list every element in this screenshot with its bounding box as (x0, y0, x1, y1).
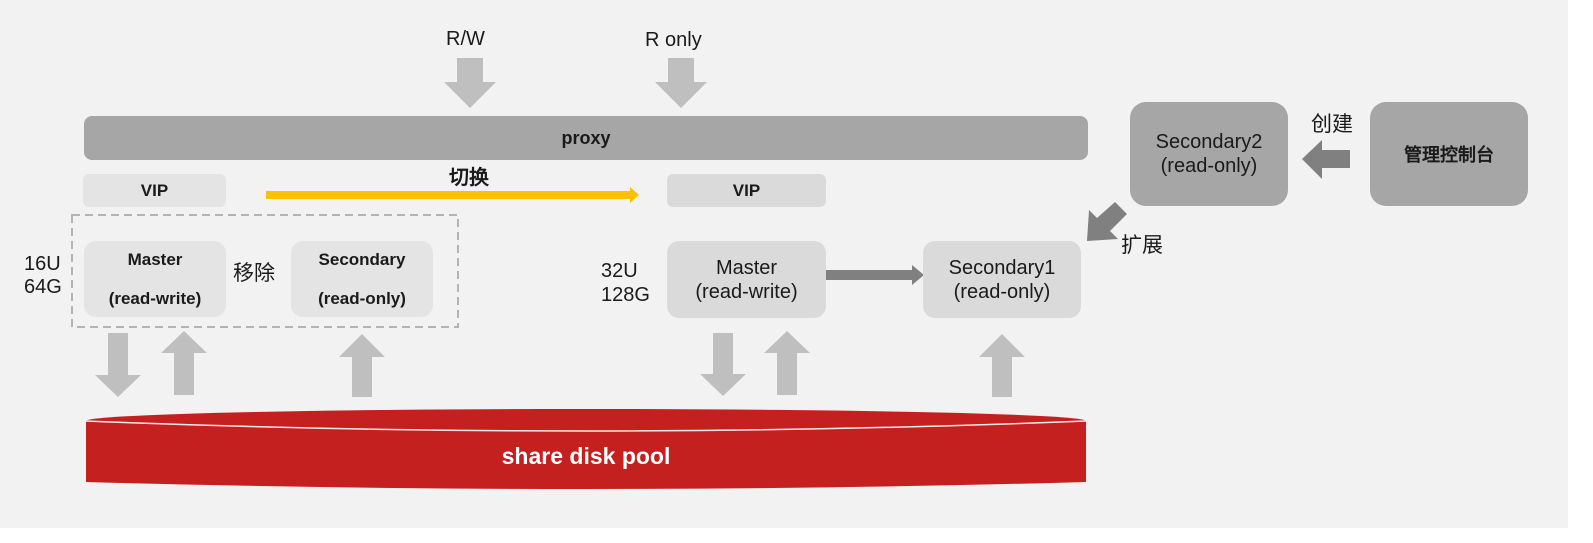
create-arrow (1302, 140, 1350, 179)
left-master-write-arrow (95, 333, 141, 397)
left-secondary-node: Secondary (read-only) (291, 241, 433, 317)
expand-arrow (1087, 202, 1127, 241)
right-master-title: Master (715, 256, 778, 279)
right-master-write-arrow (700, 333, 746, 396)
switch-label: 切换 (449, 167, 489, 189)
remove-label: 移除 (233, 262, 275, 285)
left-master-node: Master (read-write) (84, 241, 226, 317)
right-vip: VIP (667, 174, 826, 207)
create-label: 创建 (1311, 113, 1353, 136)
rw-down-arrow (444, 58, 496, 108)
management-console-node: 管理控制台 (1370, 102, 1528, 206)
left-master-role: (read-write) (108, 288, 202, 308)
management-console-label: 管理控制台 (1404, 145, 1494, 165)
disk-pool-cylinder (85, 409, 1087, 489)
left-secondary-title: Secondary (318, 249, 406, 269)
proxy-label: proxy (561, 127, 611, 148)
right-spec-cpu: 32U (601, 260, 638, 282)
ronly-down-arrow (655, 58, 707, 108)
left-spec-mem: 64G (24, 276, 62, 298)
rw-label: R/W (446, 28, 485, 50)
right-vip-label: VIP (732, 180, 761, 200)
switch-arrow-head (630, 187, 639, 203)
replication-arrow-shaft (826, 270, 914, 280)
diagram-canvas: R/W R only proxy VIP VIP 切换 16U 64G Mast… (0, 0, 1568, 528)
left-master-title: Master (127, 249, 183, 269)
secondary1-title: Secondary1 (948, 256, 1056, 279)
right-master-node: Master (read-write) (667, 241, 826, 318)
secondary2-node: Secondary2 (read-only) (1130, 102, 1288, 206)
right-master-read-arrow (764, 331, 810, 395)
right-master-role: (read-write) (695, 280, 798, 303)
secondary2-title: Secondary2 (1155, 131, 1263, 153)
left-secondary-read-arrow (339, 334, 385, 397)
secondary1-node: Secondary1 (read-only) (923, 241, 1081, 318)
secondary2-role: (read-only) (1160, 155, 1258, 177)
right-secondary1-read-arrow (979, 334, 1025, 397)
ronly-label: R only (645, 29, 702, 51)
disk-pool-label: share disk pool (501, 442, 671, 469)
removal-group-outline (71, 214, 459, 328)
left-master-read-arrow (161, 331, 207, 395)
disk-pool: share disk pool (86, 438, 1086, 474)
left-vip-label: VIP (140, 180, 169, 200)
left-spec-cpu: 16U (24, 253, 61, 275)
secondary1-role: (read-only) (953, 280, 1051, 303)
left-secondary-role: (read-only) (318, 288, 406, 308)
left-vip: VIP (83, 174, 226, 207)
switch-arrow-shaft (266, 191, 630, 199)
replication-arrow-head (912, 265, 924, 285)
proxy-bar: proxy (84, 116, 1088, 160)
expand-label: 扩展 (1121, 234, 1163, 257)
diagram-graphics (71, 58, 1350, 489)
right-spec-mem: 128G (601, 284, 650, 306)
